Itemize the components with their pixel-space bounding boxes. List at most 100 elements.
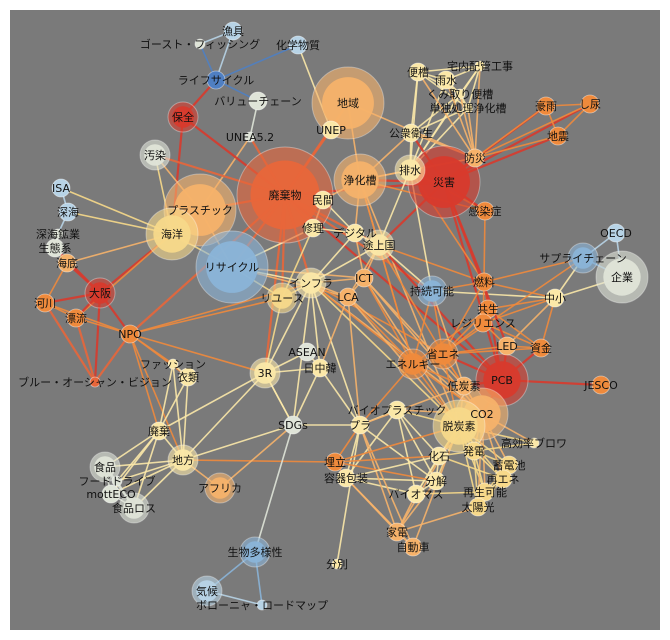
node-value[interactable]: [248, 91, 268, 111]
node-jishin[interactable]: [548, 126, 568, 146]
node-kaden[interactable]: [387, 522, 407, 542]
node-kaiyou[interactable]: [145, 207, 199, 261]
node-joukasou[interactable]: [333, 153, 387, 207]
node-haisui[interactable]: [394, 154, 426, 186]
node-hyouryu[interactable]: [66, 308, 86, 328]
node-toujoukoku[interactable]: [363, 229, 395, 261]
node-hatsuden[interactable]: [464, 441, 484, 461]
node-osaka[interactable]: [84, 277, 116, 309]
node-bologna[interactable]: [256, 599, 268, 611]
node-reuse[interactable]: [266, 282, 298, 314]
node-food_drive[interactable]: [111, 475, 123, 487]
edge-chihou-sdgs: [182, 424, 294, 461]
node-seitaikei[interactable]: [45, 238, 65, 258]
node-seibutsu[interactable]: [239, 536, 271, 568]
node-dot-umetate: [325, 452, 345, 472]
node-koushu[interactable]: [401, 123, 421, 143]
node-fashion[interactable]: [167, 358, 179, 370]
edge-takunai-tandoku: [467, 65, 481, 109]
node-core-datsutanso: [440, 407, 478, 445]
node-kaitei[interactable]: [57, 253, 77, 273]
node-bunbetsu[interactable]: [331, 558, 343, 570]
node-pura[interactable]: [350, 415, 370, 435]
node-shinyou[interactable]: [580, 94, 600, 114]
node-lca[interactable]: [338, 287, 358, 307]
node-haiki[interactable]: [149, 421, 169, 441]
node-asean[interactable]: [297, 342, 317, 362]
node-kigyou[interactable]: [595, 250, 649, 304]
node-kasen[interactable]: [35, 293, 55, 313]
node-kansenshou[interactable]: [475, 201, 495, 221]
node-africa[interactable]: [204, 472, 236, 504]
node-dot-pura: [350, 415, 370, 435]
node-chihou[interactable]: [167, 444, 199, 476]
node-kikou[interactable]: [191, 575, 223, 607]
node-supply[interactable]: [567, 242, 599, 274]
node-blue_ocean[interactable]: [89, 376, 101, 388]
node-shouene[interactable]: [427, 338, 459, 370]
node-jidousha[interactable]: [403, 537, 423, 557]
node-kagaku[interactable]: [288, 35, 308, 55]
node-kaseki[interactable]: [429, 446, 449, 466]
node-energy[interactable]: [397, 348, 429, 380]
node-koukouritsu[interactable]: [528, 437, 540, 449]
node-shinkai[interactable]: [58, 202, 78, 222]
node-jizoku[interactable]: [416, 275, 448, 307]
node-shuuri[interactable]: [303, 218, 323, 238]
node-motteco[interactable]: [101, 484, 121, 504]
node-bousai[interactable]: [465, 148, 485, 168]
node-taiyoukou[interactable]: [468, 497, 488, 517]
node-shokuhinloss[interactable]: [118, 492, 150, 524]
node-nichuukan[interactable]: [310, 358, 330, 378]
node-kumitori[interactable]: [454, 88, 466, 100]
edge-pura-kaden: [359, 424, 398, 533]
node-umetate[interactable]: [325, 452, 345, 472]
node-hozen[interactable]: [167, 101, 199, 133]
node-label-chihou: 地方: [172, 453, 194, 467]
node-tandoku[interactable]: [462, 102, 474, 114]
node-ict[interactable]: [354, 268, 374, 288]
node-teitanso[interactable]: [454, 376, 474, 396]
node-benjo[interactable]: [408, 62, 428, 82]
node-bunkai[interactable]: [426, 471, 446, 491]
node-ryoshin[interactable]: [223, 21, 243, 41]
node-biomass[interactable]: [406, 484, 426, 504]
node-shokuhin[interactable]: [89, 451, 121, 483]
node-led[interactable]: [497, 336, 517, 356]
node-lifecycle[interactable]: [206, 70, 226, 90]
node-oecd[interactable]: [606, 223, 626, 243]
node-haikibutsu[interactable]: [236, 146, 334, 244]
node-unep[interactable]: [321, 120, 341, 140]
edge-resilience-shikin: [482, 322, 542, 349]
node-digital[interactable]: [345, 223, 365, 243]
node-sdgs[interactable]: [283, 415, 303, 435]
node-label-hyouryu: 漂流: [65, 311, 87, 325]
node-unea[interactable]: [244, 131, 256, 143]
node-amamizu[interactable]: [436, 70, 456, 90]
node-minkan[interactable]: [313, 190, 333, 210]
node-jesco[interactable]: [591, 375, 611, 395]
node-shikin[interactable]: [531, 338, 551, 358]
node-takunai[interactable]: [474, 60, 486, 72]
node-datsutanso[interactable]: [432, 399, 486, 453]
node-recycle[interactable]: [195, 230, 269, 304]
node-shinkaikougyou[interactable]: [52, 228, 64, 240]
node-gouu[interactable]: [536, 96, 556, 116]
node-saigai[interactable]: [407, 145, 481, 219]
node-label-pura: プラ: [349, 419, 371, 432]
node-bioplastic[interactable]: [387, 400, 407, 420]
node-saiene[interactable]: [493, 469, 513, 489]
node-isa[interactable]: [51, 178, 71, 198]
node-chuushou[interactable]: [545, 288, 565, 308]
node-3r[interactable]: [249, 357, 281, 389]
node-youki[interactable]: [336, 468, 356, 488]
node-infra[interactable]: [295, 267, 327, 299]
node-dot-koukouritsu: [528, 437, 540, 449]
node-npo[interactable]: [120, 324, 140, 344]
node-resilience[interactable]: [473, 313, 493, 333]
node-ghost[interactable]: [194, 38, 206, 50]
node-nenryou[interactable]: [474, 272, 494, 292]
edge-infra-energy: [310, 282, 414, 365]
node-osen[interactable]: [139, 139, 171, 171]
node-irui[interactable]: [178, 367, 198, 387]
